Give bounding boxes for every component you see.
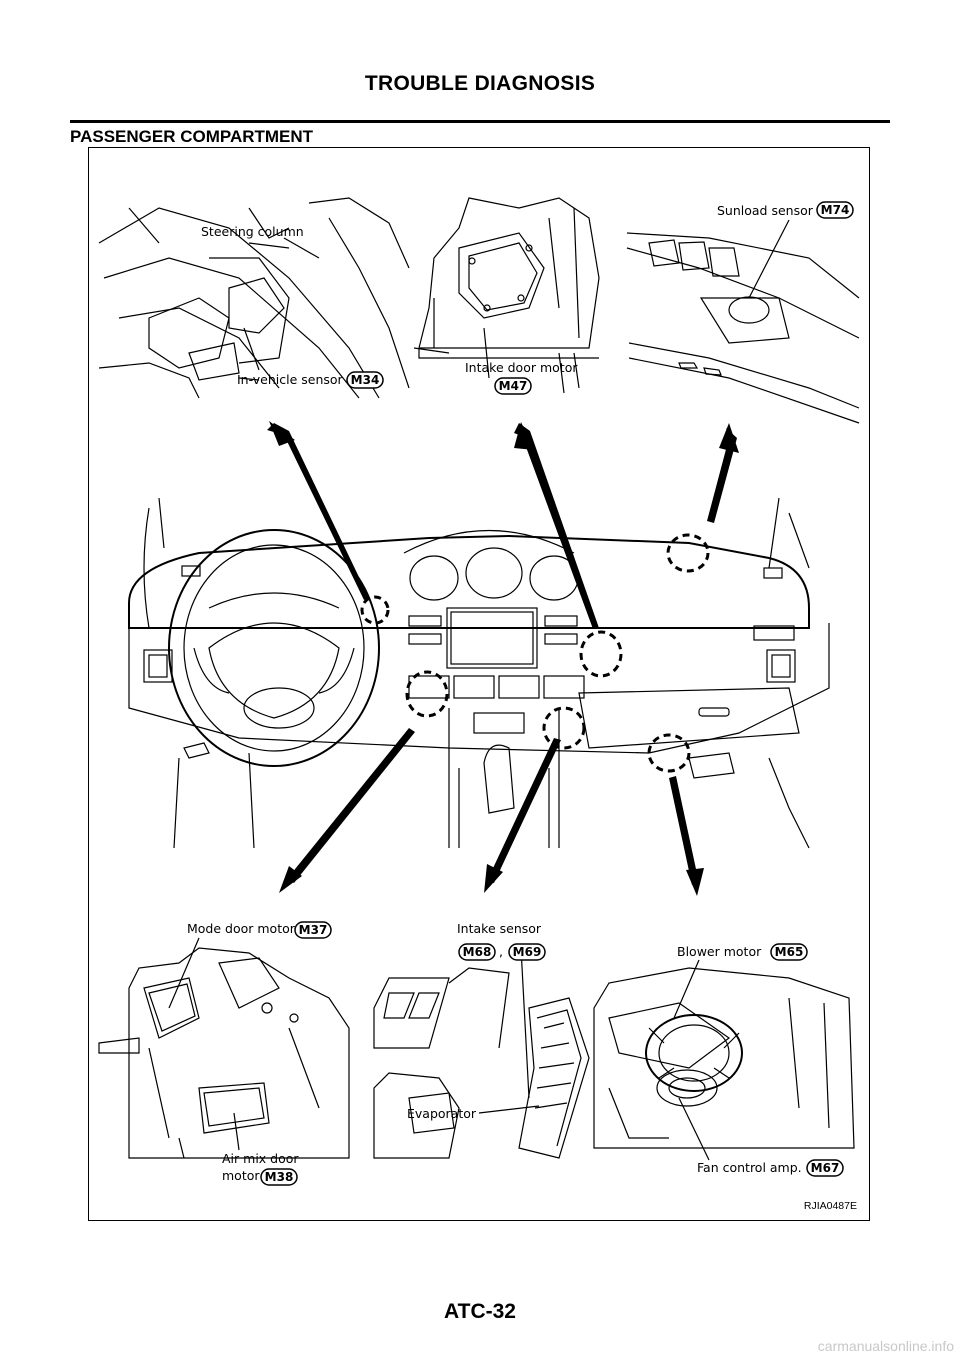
sunload-sensor-illustration bbox=[626, 232, 860, 424]
mode-door-motor-illustration bbox=[98, 947, 350, 1159]
svg-text:M74: M74 bbox=[821, 203, 850, 217]
air-mix-door-label-line1: Air mix door bbox=[222, 1151, 299, 1166]
svg-text:M68: M68 bbox=[463, 945, 492, 959]
blower-motor-illustration bbox=[593, 967, 855, 1149]
svg-text:M69: M69 bbox=[513, 945, 542, 959]
svg-text:M37: M37 bbox=[299, 923, 328, 937]
component-location-figure: Steering column In-vehicle sensor M34 In… bbox=[88, 147, 870, 1221]
steering-column-illustration bbox=[98, 197, 410, 399]
connector-separator: , bbox=[499, 944, 503, 959]
location-markers bbox=[360, 533, 710, 773]
svg-text:M47: M47 bbox=[499, 379, 528, 393]
connector-m68-badge: M68 bbox=[458, 943, 496, 961]
dashboard-illustration bbox=[128, 497, 830, 849]
connector-m34-badge: M34 bbox=[346, 371, 384, 389]
connector-m65-badge: M65 bbox=[770, 943, 808, 961]
figure-reference-id: RJIA0487E bbox=[803, 1200, 857, 1212]
svg-text:M67: M67 bbox=[811, 1161, 840, 1175]
connector-m47-badge: M47 bbox=[494, 377, 532, 395]
svg-text:M34: M34 bbox=[351, 373, 380, 387]
connector-m67-badge: M67 bbox=[806, 1159, 844, 1177]
connector-m74-badge: M74 bbox=[816, 201, 854, 219]
air-mix-door-label-line2: motor bbox=[222, 1168, 260, 1183]
connector-m37-badge: M37 bbox=[294, 921, 332, 939]
connector-m69-badge: M69 bbox=[508, 943, 546, 961]
pointer-arrows bbox=[267, 421, 739, 896]
watermark-text: carmanualsonline.info bbox=[817, 1338, 954, 1354]
fan-control-amp-label: Fan control amp. bbox=[697, 1160, 802, 1175]
page-number: ATC-32 bbox=[444, 1300, 516, 1323]
sunload-sensor-label: Sunload sensor bbox=[717, 203, 814, 218]
steering-column-label: Steering column bbox=[201, 224, 304, 239]
mode-door-motor-label: Mode door motor bbox=[187, 921, 296, 936]
in-vehicle-sensor-label: In-vehicle sensor bbox=[237, 372, 344, 387]
connector-m38-badge: M38 bbox=[260, 1168, 298, 1186]
page-header-title: TROUBLE DIAGNOSIS bbox=[364, 72, 596, 95]
intake-sensor-label: Intake sensor bbox=[457, 921, 542, 936]
evaporator-label: Evaporator bbox=[407, 1106, 477, 1121]
svg-text:M38: M38 bbox=[265, 1170, 294, 1184]
section-title: PASSENGER COMPARTMENT bbox=[70, 127, 314, 146]
header-divider bbox=[70, 120, 890, 123]
evaporator-illustration bbox=[373, 947, 590, 1159]
intake-door-motor-label: Intake door motor bbox=[465, 360, 578, 375]
intake-door-motor-illustration bbox=[413, 197, 600, 394]
blower-motor-label: Blower motor bbox=[677, 944, 762, 959]
svg-text:M65: M65 bbox=[775, 945, 804, 959]
